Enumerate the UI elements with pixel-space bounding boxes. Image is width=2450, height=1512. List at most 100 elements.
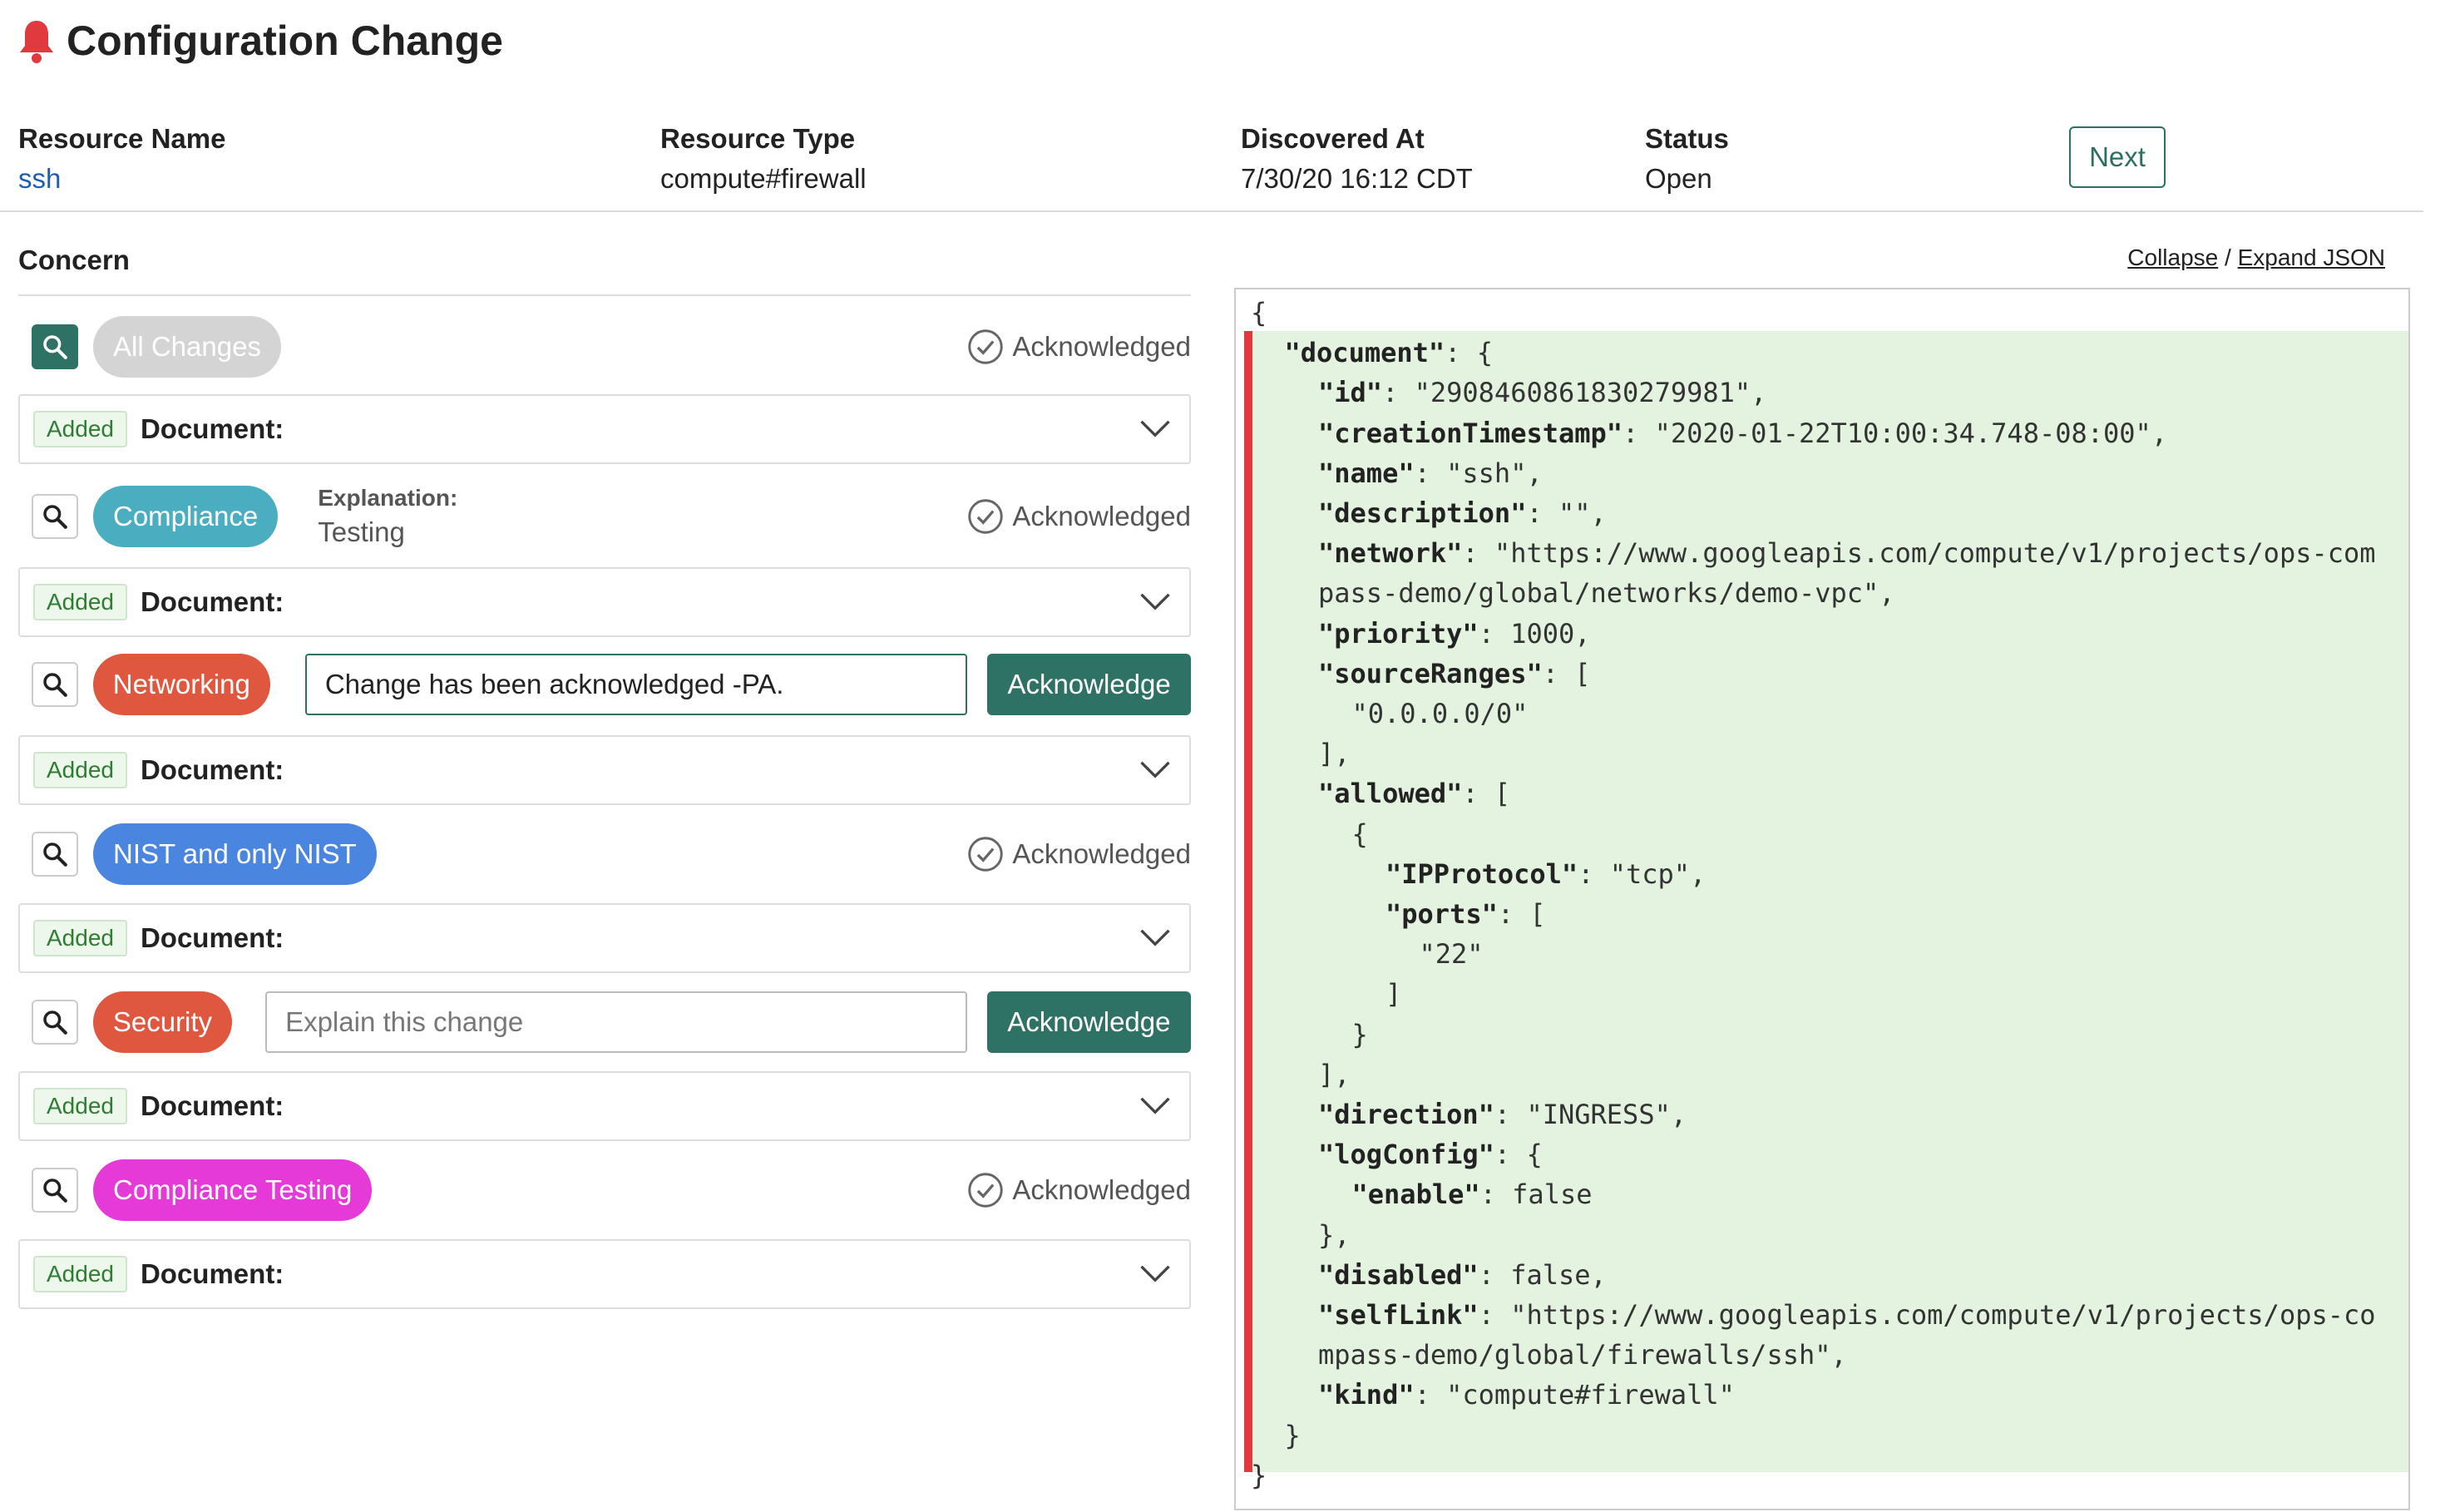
chevron-down-icon[interactable] [1139,1265,1171,1283]
json-value: : "https://www.googleapis.com/compute/v1… [1478,1299,2376,1331]
chevron-down-icon[interactable] [1139,761,1171,779]
added-badge: Added [33,920,127,956]
json-value: : "2908460861830279981", [1382,377,1767,409]
json-key: "logConfig" [1318,1139,1494,1171]
magnifier-button[interactable] [32,324,78,369]
check-circle-icon [968,837,1004,872]
magnifier-button[interactable] [32,832,78,877]
tag-pill[interactable]: Compliance [93,486,279,547]
json-value: : "", [1526,497,1607,529]
chevron-down-icon[interactable] [1139,420,1171,438]
chevron-down-icon[interactable] [1139,1097,1171,1115]
json-key: "name" [1318,457,1415,489]
document-row[interactable]: Added Document: [18,394,1191,464]
chevron-down-icon[interactable] [1139,929,1171,947]
resource-name-label: Resource Name [18,123,226,154]
json-key: "selfLink" [1318,1299,1479,1331]
json-key: "sourceRanges" [1318,657,1543,689]
json-line: "disabled": false, [1318,1255,1607,1295]
json-toggle-links: Collapse / Expand JSON [2127,245,2385,271]
tag-pill[interactable]: All Changes [93,316,281,378]
concern-divider [18,294,1191,296]
json-line: "0.0.0.0/0" [1351,698,1529,729]
json-viewer[interactable]: { "document": {"id": "2908460861830279981… [1234,288,2410,1510]
header-divider [0,210,2423,212]
resource-name-link[interactable]: ssh [18,163,62,194]
check-circle-icon [968,1173,1004,1208]
document-row[interactable]: Added Document: [18,1239,1191,1309]
next-button[interactable]: Next [2069,126,2166,188]
json-value: : [ [1542,657,1591,689]
magnifier-button[interactable] [32,494,78,539]
json-line: "logConfig": { [1318,1134,1543,1174]
tag-pill[interactable]: Security [92,991,233,1053]
json-added-highlight [1244,331,2408,1472]
change-row-networking: Networking Acknowledge [18,652,1192,717]
change-row-compliance: Compliance Explanation: Testing Acknowle… [18,479,1191,554]
tag-pill[interactable]: Networking [92,654,270,715]
search-icon [43,1178,67,1203]
tag-pill[interactable]: NIST and only NIST [93,823,377,885]
json-line: ], [1318,738,1351,770]
json-line: { [1251,297,1267,329]
chevron-down-icon[interactable] [1139,593,1171,611]
json-key: "ports" [1386,898,1498,930]
magnifier-button[interactable] [32,1168,78,1213]
json-line: "direction": "INGRESS", [1318,1094,1687,1134]
json-key: "creationTimestamp" [1318,417,1623,449]
bell-icon [20,21,53,63]
magnifier-button[interactable] [32,1000,78,1045]
json-line: ], [1318,1058,1351,1090]
link-separator: / [2225,245,2231,270]
json-key: "network" [1318,537,1463,570]
json-line: "enable": false [1352,1174,1593,1214]
acknowledged-label: Acknowledged [1012,331,1191,362]
acknowledge-button[interactable]: Acknowledge [987,654,1192,715]
document-row[interactable]: Added Document: [18,903,1191,973]
collapse-json-link[interactable]: Collapse [2127,245,2219,270]
document-row[interactable]: Added Document: [18,1071,1191,1141]
explanation: Explanation: Testing [318,485,457,548]
magnifier-button[interactable] [32,662,78,707]
change-row-all-changes: All Changes Acknowledged [18,314,1191,379]
explanation-input[interactable] [265,991,967,1053]
acknowledged-label: Acknowledged [1012,501,1191,531]
json-line: "description": "", [1318,493,1607,533]
check-circle-icon [968,329,1004,364]
acknowledged-label: Acknowledged [1012,838,1191,869]
explanation-input[interactable] [304,654,968,715]
added-badge: Added [33,752,127,788]
json-line: "document": { [1285,333,1493,373]
document-label: Document: [140,413,284,444]
json-line: "id": "2908460861830279981", [1318,373,1766,413]
added-badge: Added [33,411,127,447]
tag-pill[interactable]: Compliance Testing [93,1159,373,1221]
acknowledged-label: Acknowledged [1012,1174,1191,1205]
json-line: "IPProtocol": "tcp", [1386,854,1706,894]
status-value: Open [1645,163,1712,194]
acknowledged-status: Acknowledged [967,836,1191,872]
json-key: "disabled" [1318,1258,1479,1291]
json-line: "name": "ssh", [1318,453,1543,493]
json-line: { [1351,818,1368,850]
json-line: mpass-demo/global/firewalls/ssh", [1318,1339,1847,1371]
document-row[interactable]: Added Document: [18,567,1191,637]
document-label: Document: [140,754,284,785]
json-line: ] [1386,978,1402,1010]
status-label: Status [1645,123,1729,154]
search-icon [43,842,67,867]
json-line: pass-demo/global/networks/demo-vpc", [1318,577,1895,610]
json-key: "allowed" [1318,778,1463,810]
json-value: : false [1479,1178,1593,1211]
json-line: } [1351,1018,1368,1050]
json-line: } [1251,1459,1267,1491]
change-row-compliance-testing: Compliance Testing Acknowledged [18,1158,1191,1223]
json-key: "kind" [1318,1379,1415,1411]
expand-json-link[interactable]: Expand JSON [2237,245,2385,270]
document-row[interactable]: Added Document: [18,735,1191,805]
acknowledge-button[interactable]: Acknowledge [986,991,1191,1053]
concern-title: Concern [18,245,130,275]
json-line: "allowed": [ [1318,773,1510,813]
search-icon [43,673,67,697]
document-label: Document: [140,1090,284,1121]
